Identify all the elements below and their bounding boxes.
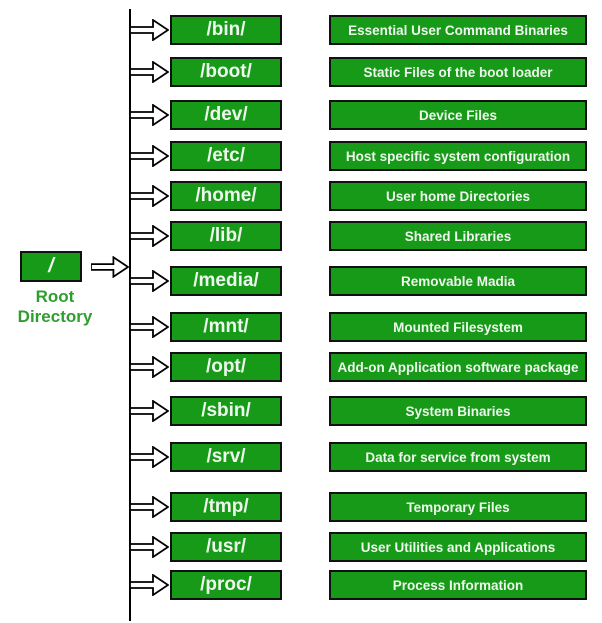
description-box: Essential User Command Binaries [329, 15, 587, 45]
description-box: Add-on Application software package [329, 352, 587, 382]
directory-label: /sbin/ [201, 400, 251, 421]
fs-row-etc: /etc/ Host specific system configuration [0, 141, 602, 171]
arrow-right-icon [130, 61, 169, 83]
description-box: Removable Madia [329, 266, 587, 296]
directory-label: /mnt/ [203, 316, 249, 337]
root-directory-caption: Root Directory [17, 287, 93, 326]
fs-row-srv: /srv/ Data for service from system [0, 442, 602, 472]
directory-label: /lib/ [209, 225, 243, 246]
directory-box: /mnt/ [170, 312, 282, 342]
fs-row-dev: /dev/ Device Files [0, 100, 602, 130]
description-label: Data for service from system [365, 449, 551, 465]
description-box: Host specific system configuration [329, 141, 587, 171]
directory-label: /tmp/ [203, 496, 249, 517]
description-label: Essential User Command Binaries [348, 22, 568, 38]
fs-row-lib: /lib/ Shared Libraries [0, 221, 602, 251]
fs-row-sbin: /sbin/ System Binaries [0, 396, 602, 426]
directory-box: /proc/ [170, 570, 282, 600]
arrow-right-icon [130, 145, 169, 167]
fs-row-bin: /bin/ Essential User Command Binaries [0, 15, 602, 45]
directory-box: /dev/ [170, 100, 282, 130]
directory-label: /bin/ [206, 19, 246, 40]
fs-row-usr: /usr/ User Utilities and Applications [0, 532, 602, 562]
fs-row-proc: /proc/ Process Information [0, 570, 602, 600]
directory-label: /usr/ [205, 536, 247, 557]
root-directory-box: / [20, 251, 82, 282]
root-directory-label: / [48, 255, 54, 277]
description-label: User home Directories [385, 188, 531, 204]
arrow-right-icon [130, 400, 169, 422]
arrow-right-icon [130, 574, 169, 596]
description-label: Temporary Files [406, 499, 510, 515]
directory-box: /tmp/ [170, 492, 282, 522]
description-label: Shared Libraries [404, 228, 512, 244]
arrow-right-icon [130, 356, 169, 378]
directory-label: /dev/ [204, 104, 248, 125]
directory-box: /etc/ [170, 141, 282, 171]
description-box: Mounted Filesystem [329, 312, 587, 342]
arrow-right-icon [130, 19, 169, 41]
directory-label: /media/ [193, 270, 259, 291]
description-label: Add-on Application software package [337, 359, 579, 375]
description-box: Shared Libraries [329, 221, 587, 251]
description-label: Host specific system configuration [345, 148, 571, 164]
fs-row-mnt: /mnt/ Mounted Filesystem [0, 312, 602, 342]
fs-row-tmp: /tmp/ Temporary Files [0, 492, 602, 522]
directory-label: /boot/ [200, 61, 252, 82]
description-box: Device Files [329, 100, 587, 130]
directory-label: /proc/ [200, 574, 252, 595]
fs-row-boot: /boot/ Static Files of the boot loader [0, 57, 602, 87]
directory-label: /srv/ [206, 446, 246, 467]
description-label: Device Files [418, 107, 498, 123]
arrow-right-icon [130, 536, 169, 558]
arrow-right-icon [130, 270, 169, 292]
fs-row-opt: /opt/ Add-on Application software packag… [0, 352, 602, 382]
directory-box: /opt/ [170, 352, 282, 382]
fs-row-home: /home/ User home Directories [0, 181, 602, 211]
arrow-right-icon [130, 185, 169, 207]
root-arrow-icon [91, 256, 129, 278]
arrow-right-icon [130, 225, 169, 247]
directory-box: /lib/ [170, 221, 282, 251]
arrow-right-icon [130, 104, 169, 126]
directory-box: /media/ [170, 266, 282, 296]
directory-label: /home/ [195, 185, 257, 206]
fs-row-media: /media/ Removable Madia [0, 266, 602, 296]
description-box: User home Directories [329, 181, 587, 211]
description-label: Process Information [392, 577, 524, 593]
description-label: User Utilities and Applications [360, 539, 556, 555]
tree-trunk-line [129, 9, 131, 621]
description-box: Static Files of the boot loader [329, 57, 587, 87]
directory-box: /sbin/ [170, 396, 282, 426]
description-label: Removable Madia [400, 273, 516, 289]
description-box: Temporary Files [329, 492, 587, 522]
directory-label: /etc/ [206, 145, 246, 166]
description-label: Mounted Filesystem [393, 319, 523, 335]
arrow-right-icon [130, 496, 169, 518]
description-box: Process Information [329, 570, 587, 600]
arrow-right-icon [130, 316, 169, 338]
directory-box: /home/ [170, 181, 282, 211]
description-box: Data for service from system [329, 442, 587, 472]
directory-box: /usr/ [170, 532, 282, 562]
directory-box: /bin/ [170, 15, 282, 45]
arrow-right-icon [130, 446, 169, 468]
directory-box: /srv/ [170, 442, 282, 472]
description-box: User Utilities and Applications [329, 532, 587, 562]
description-box: System Binaries [329, 396, 587, 426]
description-label: Static Files of the boot loader [363, 64, 553, 80]
description-label: System Binaries [405, 403, 511, 419]
directory-box: /boot/ [170, 57, 282, 87]
directory-label: /opt/ [205, 356, 247, 377]
